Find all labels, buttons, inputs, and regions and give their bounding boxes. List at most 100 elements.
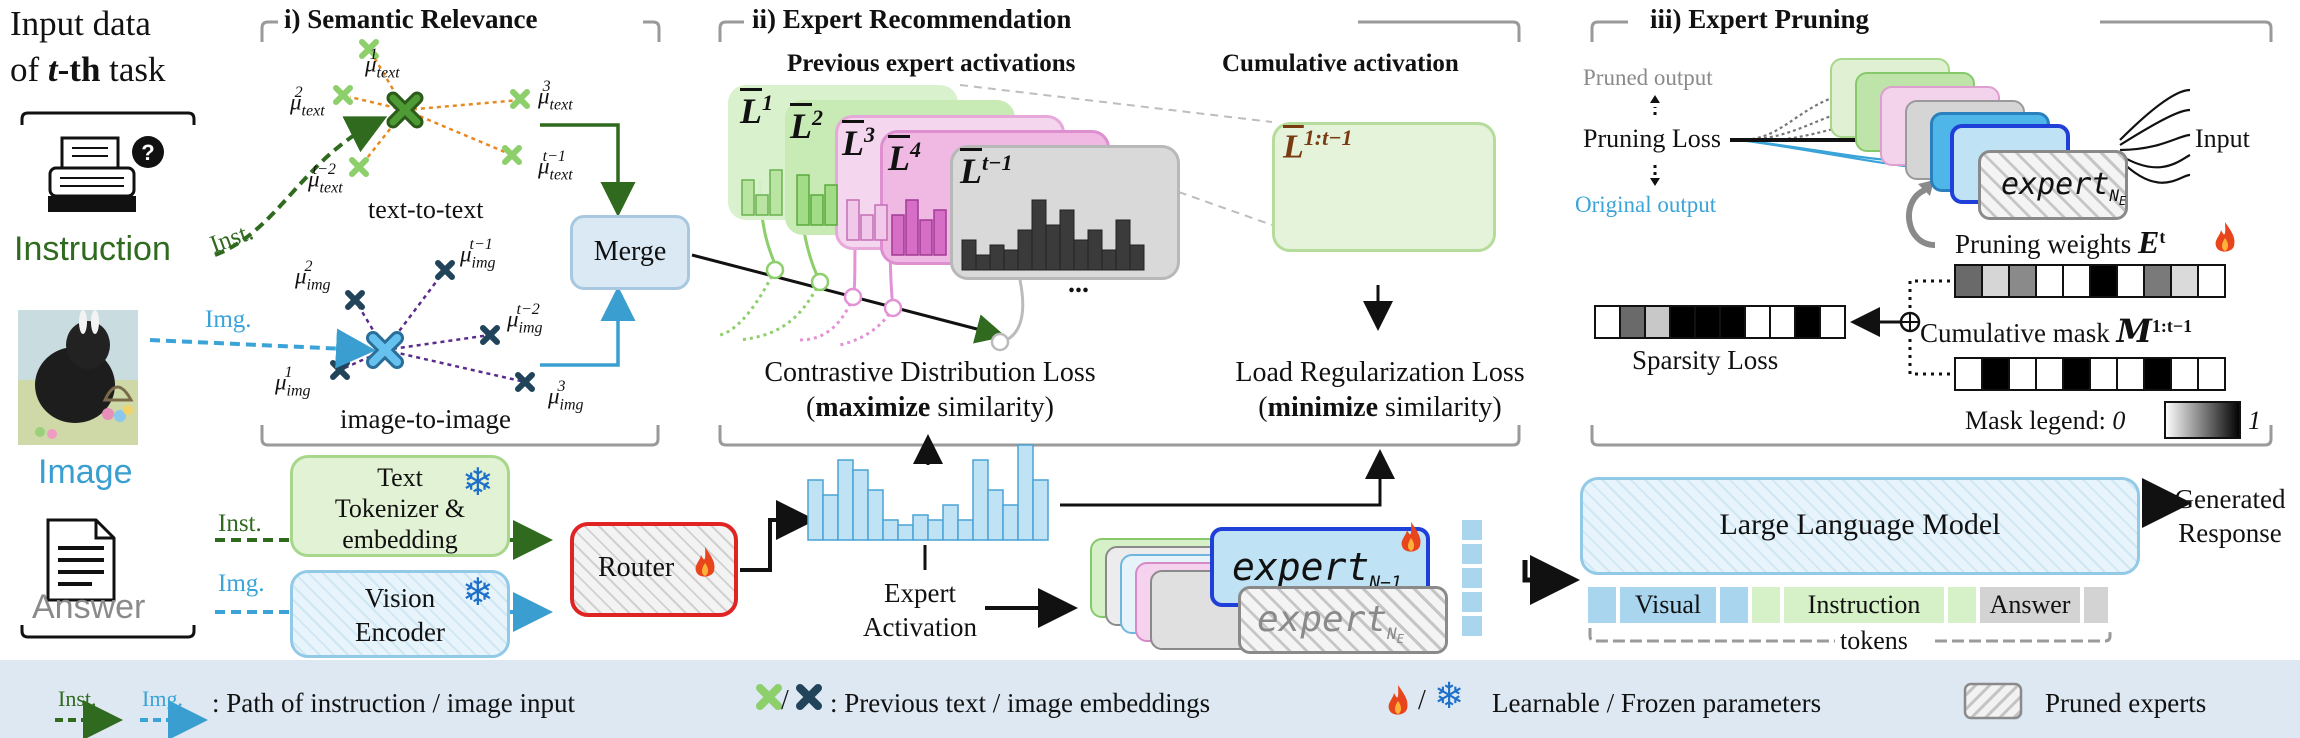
tokens-bracket bbox=[1588, 628, 2112, 643]
document-icon bbox=[46, 518, 116, 602]
cumulative-mask bbox=[1954, 357, 2226, 391]
snowflake-icon: ❄ bbox=[1434, 676, 1465, 717]
svg-text:?: ? bbox=[141, 140, 154, 165]
flame-icon bbox=[1398, 520, 1424, 556]
pruning-expert-ne-label: expertNE bbox=[2001, 167, 2127, 209]
L-label-3: L3 bbox=[842, 122, 875, 163]
token-cell bbox=[2084, 587, 2108, 623]
cumulative-title: Cumulative activation bbox=[1222, 50, 1459, 77]
router-to-hist-arrow bbox=[740, 500, 816, 572]
token-instruction: Instruction bbox=[1784, 587, 1944, 623]
recommend-title: ii) Expert Recommendation bbox=[752, 4, 1072, 34]
legend-img: Img. bbox=[142, 686, 183, 711]
img-curve-label: Img. bbox=[205, 306, 252, 333]
tokenizer-line2: Tokenizer & bbox=[334, 494, 466, 523]
input-title-line1: Input data bbox=[10, 4, 151, 43]
mu-text-2: μtext2 bbox=[290, 84, 325, 120]
token-strip: Visual Instruction Answer bbox=[1588, 587, 2108, 623]
answer-label: Answer bbox=[32, 588, 146, 626]
mu-img-2: μimg2 bbox=[295, 258, 331, 294]
pruning-expert-ne: expertNE bbox=[1978, 150, 2128, 220]
cdl-line2: (maximize similarity) bbox=[805, 392, 1055, 423]
text-to-merge-arrow bbox=[540, 123, 636, 217]
llm-label: Large Language Model bbox=[1719, 508, 2001, 541]
expert-pruned-label: expertNE bbox=[1257, 599, 1404, 647]
expert-activation-line1: Expert bbox=[884, 578, 956, 608]
mu-text-3: μtext3 bbox=[538, 78, 573, 114]
input-title-em: t bbox=[47, 50, 58, 89]
expert-card-pruned: expertNE bbox=[1238, 586, 1448, 654]
token-visual-label: Visual bbox=[1634, 590, 1702, 619]
L-label-4: L4 bbox=[888, 137, 921, 178]
tokenizer-line1: Text bbox=[377, 463, 423, 492]
legend-pruned-text: Pruned experts bbox=[2045, 688, 2207, 718]
legend-param-slash: / bbox=[1418, 685, 1426, 716]
image-to-image-label: image-to-image bbox=[340, 404, 511, 434]
mu-img-t2: μimgt−2 bbox=[507, 301, 543, 337]
question-icon: ? bbox=[132, 136, 164, 168]
bottom-inst-label: Inst. bbox=[218, 510, 262, 537]
vision-encoder-box: Vision Encoder bbox=[290, 570, 510, 658]
token-cell bbox=[1588, 587, 1616, 623]
bottom-img-label: Img. bbox=[218, 570, 265, 597]
merge-box: Merge bbox=[570, 215, 690, 290]
recycle-arrow-icon bbox=[1906, 187, 1936, 248]
token-answer-label: Answer bbox=[1989, 590, 2071, 619]
L-label-cum: L1:t−1 bbox=[1283, 125, 1353, 166]
lrl-line1: Load Regularization Loss bbox=[1235, 357, 1525, 388]
printer-icon bbox=[48, 136, 136, 212]
pruned-output-label: Pruned output bbox=[1583, 65, 1713, 90]
section-brackets bbox=[20, 20, 2273, 639]
mask-legend-1: 1 bbox=[2248, 406, 2261, 435]
legend-param-text: Learnable / Frozen parameters bbox=[1492, 688, 1822, 718]
mask-combine-connector bbox=[1908, 279, 1950, 376]
semantic-title: i) Semantic Relevance bbox=[284, 4, 538, 34]
legend-emb-text: : Previous text / image embeddings bbox=[830, 688, 1211, 718]
snowflake-icon: ❄ bbox=[462, 570, 494, 614]
pruning-title: iii) Expert Pruning bbox=[1650, 4, 1870, 34]
input-title-pre: of bbox=[10, 50, 48, 89]
tokens-label: tokens bbox=[1840, 626, 1908, 655]
expert-activation-line2: Activation bbox=[863, 612, 977, 642]
pruning-weights-mask bbox=[1954, 264, 2226, 298]
input-title-line2: of t-th task bbox=[10, 50, 166, 90]
text-to-text-label: text-to-text bbox=[368, 195, 484, 224]
generated-line2: Response bbox=[2178, 518, 2282, 548]
dog-photo bbox=[18, 310, 138, 445]
mu-img-1: μimg1 bbox=[275, 364, 311, 400]
prev-activations-title: Previous expert activations bbox=[787, 50, 1076, 77]
original-output-label: Original output bbox=[1575, 192, 1717, 217]
pruning-weights-label: Pruning weights Et bbox=[1955, 224, 2166, 260]
mu-text-t1: μtextt−1 bbox=[538, 148, 573, 184]
expert-active-label: expertN−1 bbox=[1232, 545, 1402, 594]
token-answer: Answer bbox=[1980, 587, 2080, 623]
pruning-loss-label: Pruning Loss bbox=[1583, 124, 1721, 153]
token-instruction-label: Instruction bbox=[1807, 590, 1921, 619]
mask-legend-gradient bbox=[2164, 401, 2241, 439]
L-label-2: L2 bbox=[790, 105, 823, 146]
cumulative-mask-label: Cumulative mask M1:t−1 bbox=[1920, 312, 2193, 350]
token-squares bbox=[1462, 520, 1482, 636]
green-center-x bbox=[386, 91, 424, 129]
token-cell bbox=[1720, 587, 1748, 623]
flame-icon bbox=[1385, 683, 1411, 719]
img-path-curve bbox=[149, 328, 376, 369]
text-tokenizer-box: Text Tokenizer & embedding bbox=[290, 455, 510, 557]
input-label: Input bbox=[2195, 124, 2250, 153]
activation-dots: ... bbox=[1068, 268, 1089, 299]
green-x-marks bbox=[333, 39, 530, 177]
image-to-merge-arrow bbox=[540, 286, 636, 367]
cumulative-card: L1:t−1 bbox=[1272, 122, 1496, 252]
cdl-line1: Contrastive Distribution Loss bbox=[764, 357, 1096, 388]
token-visual: Visual bbox=[1620, 587, 1716, 623]
loss-circles bbox=[765, 260, 1010, 352]
hist-to-lrl-arrow bbox=[1060, 449, 1395, 507]
lrl-line2: (minimize similarity) bbox=[1258, 392, 1502, 423]
legend-inst: Inst. bbox=[58, 686, 97, 711]
flame-icon bbox=[2212, 220, 2238, 256]
vision-line1: Vision bbox=[364, 583, 436, 613]
mu-img-t1: μimgt−1 bbox=[460, 236, 496, 272]
experts-to-tokens-arrow bbox=[1522, 555, 1580, 605]
router-label: Router bbox=[598, 552, 675, 583]
